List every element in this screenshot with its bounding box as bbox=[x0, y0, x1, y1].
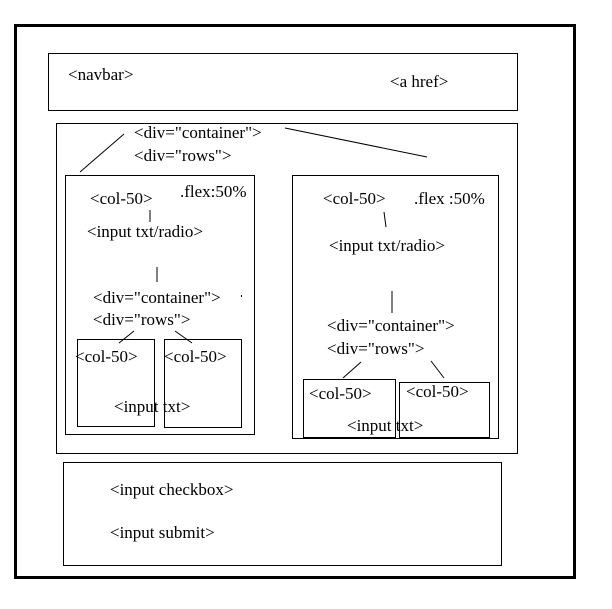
left-col-label: <col-50> bbox=[90, 189, 153, 208]
right-flex-label: .flex :50% bbox=[414, 189, 485, 208]
right-col-label: <col-50> bbox=[323, 189, 386, 208]
left-inner-col-a-box bbox=[77, 339, 155, 427]
connector-container-to-right-col bbox=[284, 127, 428, 158]
right-col-box bbox=[292, 175, 499, 439]
navbar-link-label: <a href> bbox=[390, 72, 449, 91]
right-inner-col-a-label: <col-50> bbox=[309, 384, 372, 403]
stray-mark bbox=[241, 295, 242, 297]
navbar-box bbox=[48, 53, 518, 111]
left-flex-label: .flex:50% bbox=[180, 182, 247, 201]
left-inner-rows-label: <div="rows"> bbox=[93, 310, 191, 329]
connector-left-rows-to-col-b bbox=[174, 330, 193, 344]
right-inner-container-label: <div="container"> bbox=[327, 316, 455, 335]
connector-right-rows-to-col-a bbox=[342, 361, 362, 379]
container-label: <div="container"> bbox=[134, 123, 262, 142]
left-inner-col-b-label: <col-50> bbox=[164, 347, 227, 366]
connector-right-rows-to-col-b bbox=[430, 360, 445, 379]
connector-right-col-to-input bbox=[383, 211, 387, 228]
rows-label: <div="rows"> bbox=[134, 146, 232, 165]
right-inner-input-label: <input txt> bbox=[347, 416, 424, 435]
right-inner-col-a-box bbox=[303, 379, 396, 438]
left-inner-col-a-label: <col-50> bbox=[75, 347, 138, 366]
right-inner-col-b-box bbox=[399, 382, 490, 438]
submit-label: <input submit> bbox=[110, 523, 215, 542]
left-inner-container-label: <div="container"> bbox=[93, 288, 221, 307]
container-box bbox=[56, 123, 518, 454]
connector-container-to-left-col bbox=[79, 133, 125, 173]
left-inner-col-b-box bbox=[164, 339, 242, 428]
right-input-label: <input txt/radio> bbox=[329, 236, 445, 255]
right-inner-rows-label: <div="rows"> bbox=[327, 339, 425, 358]
outer-frame bbox=[14, 24, 576, 579]
left-input-label: <input txt/radio> bbox=[87, 222, 203, 241]
connector-left-rows-to-col-a bbox=[118, 330, 135, 344]
left-col-box bbox=[65, 175, 255, 435]
left-inner-input-label: <input txt> bbox=[114, 397, 191, 416]
right-inner-col-b-label: <col-50> bbox=[406, 382, 469, 401]
checkbox-label: <input checkbox> bbox=[110, 480, 234, 499]
form-box bbox=[63, 462, 502, 566]
navbar-label: <navbar> bbox=[68, 65, 134, 84]
